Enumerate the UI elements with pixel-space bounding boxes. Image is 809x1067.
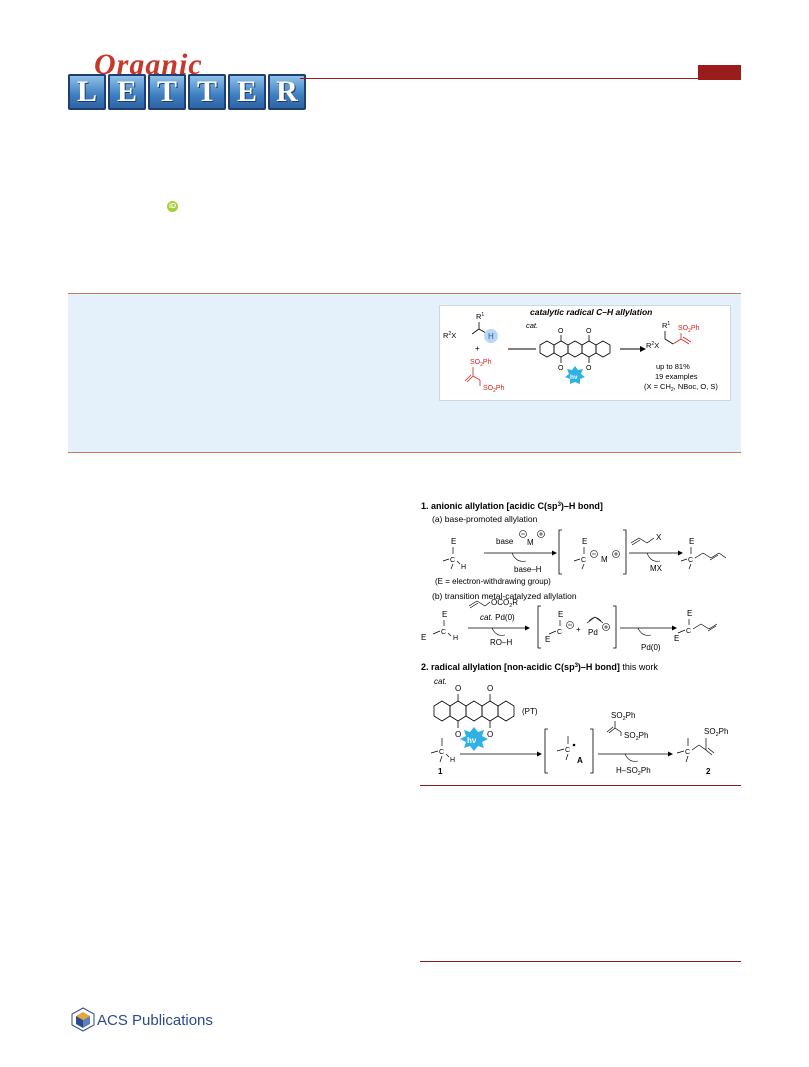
scheme-e: E [687, 609, 692, 618]
scheme-m: M [527, 538, 534, 547]
scheme-c: C [685, 749, 690, 756]
toc-product-r2x: R2X [646, 341, 659, 350]
scheme-cat: cat. [434, 677, 447, 686]
toc-plus: + [475, 344, 480, 353]
scheme-h: H [450, 757, 455, 764]
scheme-c: C [439, 749, 444, 756]
toc-o: O [586, 365, 592, 372]
toc-r1: R1 [476, 312, 484, 321]
scheme-product-so2ph: SO2Ph [704, 727, 728, 738]
scheme-cat-pd: cat. Pd(0) [480, 613, 515, 622]
toc-o: O [586, 328, 592, 335]
toc-hv: hν [570, 374, 578, 381]
scheme-heading-2: 2. radical allylation [non-acidic C(sp3)… [421, 662, 658, 672]
scheme-pd: Pd [588, 628, 598, 637]
acs-logo [70, 1006, 230, 1036]
journal-logo: Organic L E T T E R [68, 48, 310, 112]
scheme-e: E [421, 633, 426, 642]
scheme-m: M [601, 555, 608, 564]
footnote-rule [420, 961, 741, 962]
toc-graphic: catalytic radical C–H allylation R1 R2X … [439, 305, 731, 401]
toc-product-so2ph: SO2Ph [678, 325, 700, 334]
scheme-radical-a: A [577, 756, 583, 765]
scheme-e: E [442, 610, 447, 619]
scheme-x: X [656, 533, 662, 542]
scheme-o: O [487, 730, 493, 739]
scheme-base-h: base–H [514, 565, 542, 574]
scheme-h-so2ph: H–SO2Ph [616, 766, 651, 777]
h-bubble [484, 329, 498, 343]
scheme-c: C [450, 557, 455, 564]
toc-cat: cat. [526, 321, 538, 330]
scheme-ro-h: RO–H [490, 638, 512, 647]
scheme-heading-1: 1. anionic allylation [acidic C(sp3)–H b… [421, 501, 603, 511]
scheme-bottom-rule [420, 785, 741, 786]
logo-letter: E [108, 74, 146, 110]
toc-o: O [558, 328, 564, 335]
scheme-e-note: (E = electron-withdrawing group) [435, 577, 551, 586]
toc-r2x: R2X [443, 331, 456, 340]
logo-letter: R [268, 74, 306, 110]
scheme-svg: 1. anionic allylation [acidic C(sp3)–H b… [421, 501, 728, 777]
scheme-pt: (PT) [522, 707, 538, 716]
header-rule [300, 78, 740, 79]
scheme-c: C [441, 629, 446, 636]
scheme-c: C [565, 747, 570, 754]
scheme-e: E [582, 537, 587, 546]
scheme-figure: 1. anionic allylation [acidic C(sp3)–H b… [420, 498, 742, 788]
toc-product-r1: R1 [662, 321, 670, 330]
scheme-o: O [455, 730, 461, 739]
scheme-base: base [496, 537, 514, 546]
scheme-e: E [545, 635, 550, 644]
toc-scope: (X = CH2, NBoc, O, S) [644, 382, 718, 393]
toc-so2ph-1: SO2Ph [470, 359, 492, 368]
scheme-c: C [688, 557, 693, 564]
acs-publications-label: ACS Publications [97, 1012, 213, 1029]
scheme-e: E [674, 634, 679, 643]
logo-letter: T [188, 74, 226, 110]
logo-letter: T [148, 74, 186, 110]
scheme-oco2r: OCO2R [491, 598, 518, 609]
scheme-compound-1: 1 [438, 767, 443, 776]
scheme-hv: hν [467, 736, 477, 745]
scheme-c: C [557, 629, 562, 636]
scheme-h: H [461, 564, 466, 571]
logo-letter: E [228, 74, 266, 110]
scheme-a-label: (a) base-promoted allylation [432, 514, 538, 524]
scheme-e: E [558, 610, 563, 619]
toc-h: H [488, 332, 494, 341]
scheme-catalyst [433, 694, 515, 728]
scheme-b-label: (b) transition metal-catalyzed allylatio… [432, 591, 577, 601]
toc-hv-burst [565, 366, 585, 384]
toc-examples: 19 examples [655, 372, 698, 381]
toc-yield: up to 81% [656, 362, 690, 371]
orcid-icon[interactable]: iD [167, 201, 178, 212]
scheme-o: O [487, 684, 493, 693]
scheme-e: E [689, 537, 694, 546]
acs-hexagon-icon [71, 1007, 95, 1032]
scheme-e: E [451, 537, 456, 546]
scheme-compound-2: 2 [706, 767, 711, 776]
scheme-c: C [686, 628, 691, 635]
scheme-so2ph-2: SO2Ph [624, 731, 648, 742]
header-tab [698, 65, 741, 80]
scheme-o: O [455, 684, 461, 693]
toc-so2ph-2: SO2Ph [483, 385, 505, 394]
scheme-pd0: Pd(0) [641, 643, 661, 652]
toc-title: catalytic radical C–H allylation [530, 307, 652, 317]
logo-letters: L E T T E R [68, 74, 306, 110]
scheme-mx: MX [650, 564, 663, 573]
scheme-plus: + [576, 625, 581, 634]
scheme-c: C [581, 557, 586, 564]
toc-o: O [558, 365, 564, 372]
logo-letter: L [68, 74, 106, 110]
scheme-so2ph-1: SO2Ph [611, 711, 635, 722]
scheme-hv-burst [460, 727, 488, 751]
scheme-h: H [453, 635, 458, 642]
toc-graphic-svg: catalytic radical C–H allylation R1 R2X … [443, 307, 718, 394]
toc-catalyst [539, 335, 611, 363]
